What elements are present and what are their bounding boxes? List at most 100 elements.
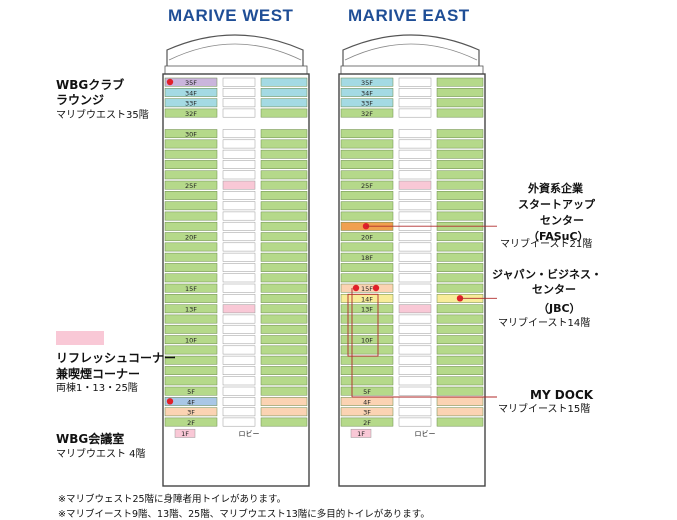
- west-floor-label-10: 10F: [185, 337, 197, 345]
- west-floor-23-right-block: [260, 201, 308, 211]
- east-floor-26-right-block: [436, 170, 484, 180]
- meeting-room-sub: マリブウエスト 4階: [56, 449, 146, 460]
- west-floor-11-right-block: [260, 324, 308, 334]
- west-floor-10-right-block: [260, 335, 308, 345]
- west-floor-18-left-block: [164, 252, 218, 262]
- east-floor-2-right-block: [436, 417, 484, 427]
- east-floor-33-right-block: [436, 98, 484, 108]
- east-floor-26-left-block: [340, 170, 394, 180]
- west-floor-15-right-block: [260, 283, 308, 293]
- west-floor-label-2: 2F: [187, 419, 195, 427]
- refresh-title-2: 兼喫煙コーナー: [56, 367, 141, 381]
- east-floor-35-core: [398, 77, 432, 87]
- west-floor-28-left-block: [164, 149, 218, 159]
- east-floor-22-core: [398, 211, 432, 221]
- west-floor-18-core: [222, 252, 256, 262]
- east-floor-33-core: [398, 98, 432, 108]
- east-floor-28-core: [398, 149, 432, 159]
- east-floor-1-refresh: [350, 428, 372, 438]
- east-floor-11-core: [398, 324, 432, 334]
- east-floor-label-32: 32F: [361, 110, 373, 118]
- west-floor-34-left-block: [164, 88, 218, 97]
- note-accessible-toilet: ※マリブウェスト25階に身障者用トイレがあります。: [58, 494, 287, 505]
- west-floor-27-right-block: [260, 160, 308, 169]
- west-floor-27-core: [222, 160, 256, 169]
- west-floor-2-core: [222, 417, 256, 427]
- east-floor-9-right-block: [436, 345, 484, 355]
- east-lobby-label: ロビー: [415, 429, 436, 438]
- west-floor-28-core: [222, 149, 256, 159]
- fasuc-title-3: センター: [540, 214, 584, 227]
- east-floor-17-right-block: [436, 263, 484, 272]
- west-floor-12-right-block: [260, 314, 308, 324]
- east-roof-inner: [344, 43, 478, 61]
- east-floor-34-core: [398, 88, 432, 97]
- east-floor-label-3: 3F: [363, 409, 371, 417]
- west-floor-21-right-block: [260, 221, 308, 231]
- east-floor-label-2: 2F: [363, 419, 371, 427]
- east-floor-7-left-block: [340, 366, 394, 375]
- east-floor-28-right-block: [436, 149, 484, 159]
- east-floor-3-core: [398, 407, 432, 417]
- east-building-title: MARIVE EAST: [348, 6, 470, 25]
- west-floor-20-right-block: [260, 232, 308, 242]
- east-floor-6-left-block: [340, 376, 394, 386]
- east-floor-15-right-block: [436, 283, 484, 293]
- east-floor-8-left-block: [340, 355, 394, 365]
- west-floor-16-core: [222, 273, 256, 283]
- east-floor-20-right-block: [436, 232, 484, 242]
- wbg-lounge-sub: マリブウエスト35階: [56, 110, 149, 121]
- east-floor-label-13: 13F: [361, 306, 373, 314]
- west-floor-3-left-block: [164, 407, 218, 417]
- west-floor-4-right-block: [260, 397, 308, 406]
- west-lobby-label: ロビー: [239, 429, 260, 438]
- mydock-outline: [347, 293, 379, 357]
- west-floor-29-right-block: [260, 139, 308, 149]
- west-building-title: MARIVE WEST: [168, 6, 294, 25]
- east-floor-10-core: [398, 335, 432, 345]
- west-floor-16-left-block: [164, 273, 218, 283]
- east-floor-24-left-block: [340, 191, 394, 200]
- wbg-lounge-title-2: ラウンジ: [56, 93, 105, 107]
- west-floor-22-left-block: [164, 211, 218, 221]
- east-floor-label-25: 25F: [361, 182, 373, 190]
- west-floor-1-refresh: [174, 428, 196, 438]
- east-floor-3-left-block: [340, 407, 394, 417]
- west-floor-13-right-block: [260, 304, 308, 314]
- east-floor-label-35: 35F: [361, 79, 373, 87]
- west-floor-19-core: [222, 242, 256, 252]
- west-floor-26-right-block: [260, 170, 308, 180]
- refresh-title-1: リフレッシュコーナー: [56, 351, 177, 365]
- west-floor-2-left-block: [164, 417, 218, 427]
- west-floor-33-right-block: [260, 98, 308, 108]
- east-floor-29-core: [398, 139, 432, 149]
- east-floor-34-left-block: [340, 88, 394, 97]
- east-floor-23-core: [398, 201, 432, 211]
- east-floor-6-right-block: [436, 376, 484, 386]
- east-floor-29-right-block: [436, 139, 484, 149]
- west-floor-12-left-block: [164, 314, 218, 324]
- meeting-room-title: WBG会議室: [56, 432, 125, 446]
- west-floor-29-core: [222, 139, 256, 149]
- west-floor-16-right-block: [260, 273, 308, 283]
- west-floor-9-left-block: [164, 345, 218, 355]
- east-floor-10-right-block: [436, 335, 484, 345]
- east-floor-35-left-block: [340, 77, 394, 87]
- east-floor-13-core: [398, 304, 432, 314]
- note-multipurpose-toilet: ※マリブイースト9階、13階、25階、マリブウエスト13階に多目的トイレがありま…: [58, 509, 430, 520]
- east-floor-25-right-block: [436, 180, 484, 190]
- east-floor-24-core: [398, 191, 432, 200]
- east-floor-6-core: [398, 376, 432, 386]
- east-floor-28-left-block: [340, 149, 394, 159]
- west-floor-22-right-block: [260, 211, 308, 221]
- west-floor-32-left-block: [164, 108, 218, 118]
- west-floor-5-left-block: [164, 386, 218, 396]
- west-floor-29-left-block: [164, 139, 218, 149]
- west-floor-15-core: [222, 283, 256, 293]
- east-floor-19-right-block: [436, 242, 484, 252]
- west-floor-3-core: [222, 407, 256, 417]
- east-floor-15-left-block: [340, 283, 394, 293]
- west-floor-32-core: [222, 108, 256, 118]
- east-floor-5-right-block: [436, 386, 484, 396]
